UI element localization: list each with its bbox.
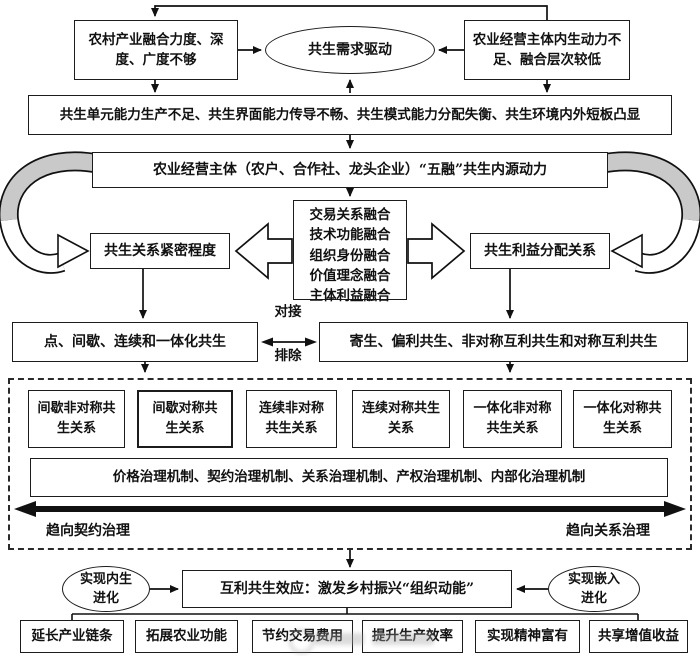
matrix-cell: 连续非对称共生关系 <box>246 390 337 448</box>
link-label-top: 对接 <box>274 304 302 320</box>
fusion-item: 技术功能融合 <box>309 227 391 244</box>
endogenous-power-box: 农业经营主体（农户、合作社、龙头企业）“五融”共生内源动力 <box>92 152 608 188</box>
matrix-cell: 一体化对称共生关系 <box>573 390 672 448</box>
link-label-bottom: 排除 <box>274 348 302 364</box>
symbiosis-demand-ellipse: 共生需求驱动 <box>265 26 435 74</box>
block-arrow-left <box>234 222 293 280</box>
spectrum-arrowhead-left <box>14 501 36 517</box>
watermark <box>372 633 434 645</box>
benefit-box: 提升生产效率 <box>362 620 463 653</box>
spectrum-label-relation: 趋向关系治理 <box>566 523 650 539</box>
matrix-cell: 连续对称共生关系 <box>352 390 450 448</box>
governance-mechanisms-bar: 价格治理机制、契约治理机制、关系治理机制、产权治理机制、内部化治理机制 <box>30 458 668 497</box>
block-arrow-right <box>407 222 466 280</box>
governance-dashed-region <box>8 378 692 550</box>
benefit-distribution-box: 共生利益分配关系 <box>470 233 610 269</box>
endogenous-evolution-ellipse: 实现内生进化 <box>62 566 150 612</box>
left-ribbon-gray <box>0 153 102 221</box>
benefit-box: 实现精神富有 <box>475 620 580 653</box>
fusion-item: 交易关系融合 <box>309 207 391 223</box>
mutual-symbiosis-effect-box: 互利共生效应：激发乡村振兴“组织动能” <box>182 570 512 608</box>
left-ribbon-arrowhead <box>57 233 90 269</box>
embedded-evolution-ellipse: 实现嵌入进化 <box>548 566 640 612</box>
behavior-modes-box: 寄生、偏利共生、非对称互利共生和对称互利共生 <box>319 322 688 362</box>
matrix-cell: 间歇非对称共生关系 <box>28 390 125 448</box>
fusion-item: 主体利益融合 <box>309 288 391 304</box>
link-arrowhead-left <box>261 337 273 347</box>
right-ribbon-arrowhead <box>610 233 643 269</box>
benefit-box: 延长产业链条 <box>20 620 124 653</box>
matrix-cell: 一体化非对称共生关系 <box>463 390 562 448</box>
benefit-box: 共享增值收益 <box>589 620 688 653</box>
organization-modes-box: 点、间歇、连续和一体化共生 <box>12 322 258 362</box>
left-ribbon-white <box>0 218 65 273</box>
rural-fusion-problem-box: 农村产业融合力度、深度、广度不够 <box>74 20 238 80</box>
matrix-cell: 间歇对称共生关系 <box>137 390 233 448</box>
link-arrowhead-right <box>305 337 317 347</box>
benefits-connector <box>71 608 639 620</box>
symbiosis-problem-bar: 共生单元能力生产不足、共生界面能力传导不畅、共生模式能力分配失衡、共生环境内外短… <box>28 95 672 135</box>
operator-motivation-problem-box: 农业经营主体内生动力不足、融合层次较低 <box>464 20 630 80</box>
feedback-arrow-top <box>151 5 548 20</box>
relationship-tightness-box: 共生关系紧密程度 <box>90 233 230 269</box>
benefit-box: 拓展农业功能 <box>135 620 238 653</box>
right-ribbon-gray <box>598 153 700 221</box>
right-ribbon-white <box>635 218 700 273</box>
fusion-item: 组织身份融合 <box>309 247 391 264</box>
fusion-items-box: 交易关系融合 技术功能融合 组织身份融合 价值理念融合 主体利益融合 <box>293 200 407 304</box>
watermark <box>314 633 364 645</box>
spectrum-label-contract: 趋向契约治理 <box>46 523 130 539</box>
watermark <box>289 629 314 654</box>
fusion-item: 价值理念融合 <box>309 267 391 284</box>
spectrum-arrowhead-right <box>664 501 686 517</box>
